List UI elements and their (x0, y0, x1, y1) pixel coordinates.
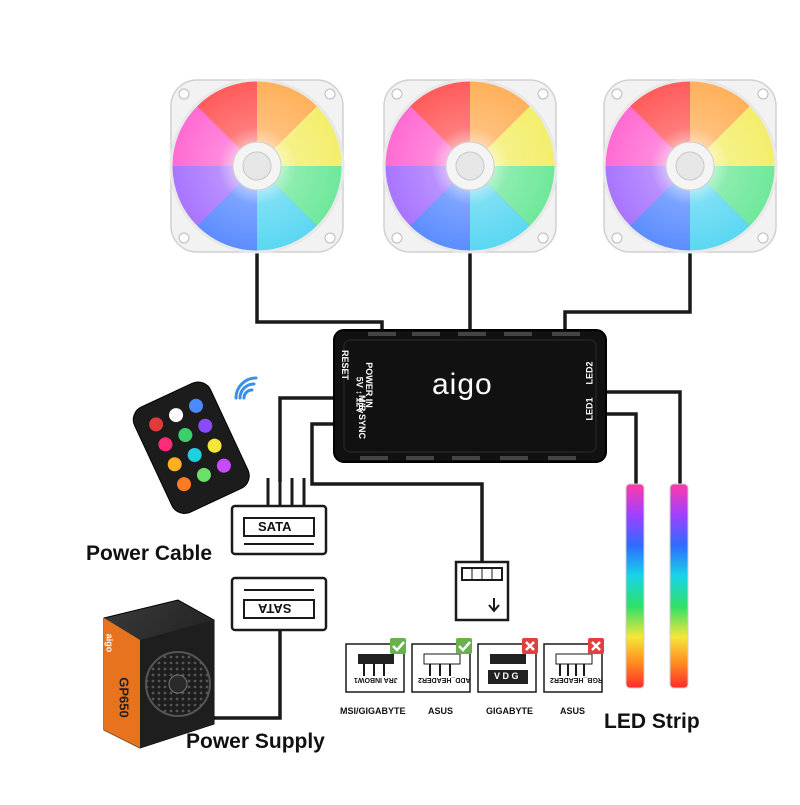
hub-label-led2: LED2 (584, 361, 595, 385)
header-asus-rgb (543, 638, 604, 693)
sata-label-bottom: SATA (258, 601, 292, 616)
fan-hub (333, 329, 607, 463)
wireless-signal-icon (234, 376, 258, 400)
hub-port-slots (360, 332, 580, 460)
power-supply-label: Power Supply (186, 730, 325, 753)
sync-cable (310, 422, 484, 566)
hub-port-fan9: FAN9 (412, 341, 436, 351)
hub-port-fan10: FAN10 (364, 341, 393, 351)
power-cable-label: Power Cable (86, 542, 213, 565)
led-strip-2 (669, 483, 689, 689)
hub-label-led1: LED1 (584, 397, 595, 421)
fan-1 (169, 78, 345, 254)
hub-port-fan6: FAN6 (553, 341, 577, 351)
header-asus-add (411, 638, 472, 693)
header-pins-asus-rgb: RGB_HEADER2 (550, 676, 603, 683)
fan3-cable (563, 252, 692, 332)
sata-connector-bottom (230, 576, 328, 632)
fan-3 (602, 78, 778, 254)
hub-port-fan2: FAN2 (410, 443, 434, 453)
header-caption-asus-1: ASUS (428, 706, 454, 716)
hub-logo: aigo (432, 368, 493, 401)
hub-label-reset: RESET (340, 349, 351, 381)
check-icon (392, 641, 405, 652)
led-strip-label: LED Strip (604, 710, 700, 733)
cross-icon (591, 641, 601, 651)
cables (210, 252, 692, 720)
led-strip-1 (625, 483, 645, 689)
hub-port-fan8: FAN8 (458, 341, 482, 351)
sata-label-top: SATA (258, 519, 292, 534)
fan-2 (382, 78, 558, 254)
header-caption-gigabyte: GIGABYTE (486, 706, 534, 716)
header-pins-asus-add: ADD_HEADER2 (418, 676, 471, 683)
psu-cable (210, 628, 282, 720)
led2-cable (606, 390, 682, 484)
hub-port-fan5: FAN5 (554, 443, 578, 453)
hub-label-mb-sync: M/B SYNC (357, 394, 368, 440)
hub-port-fan1: FAN1 (364, 443, 388, 453)
arrow-down-icon (488, 598, 500, 613)
header-msi (345, 638, 406, 693)
header-gigabyte-vdg (477, 638, 538, 693)
power-supply-unit (103, 599, 215, 749)
hub-port-fan7: FAN7 (505, 341, 529, 351)
sata-connector-top (230, 478, 328, 556)
rgb-remote[interactable] (129, 377, 254, 518)
header-pins-vdg: V D G (494, 671, 519, 681)
header-pins-msi: JRA INBOW1 (354, 676, 398, 683)
header-caption-asus-2: ASUS (560, 706, 586, 716)
power-in-cable (278, 396, 334, 482)
hub-port-fan3: FAN3 (458, 443, 482, 453)
check-icon (458, 641, 471, 652)
cross-icon (525, 641, 535, 651)
hub-port-fan4: FAN4 (506, 443, 530, 453)
psu-model: GP650 (116, 677, 132, 718)
sync-plug (454, 560, 510, 622)
led-strips (625, 483, 689, 689)
fan1-cable (255, 252, 384, 332)
psu-brand: aigo (104, 633, 115, 653)
led1-cable (606, 412, 638, 484)
header-caption-msi: MSI/GIGABYTE (340, 706, 406, 716)
